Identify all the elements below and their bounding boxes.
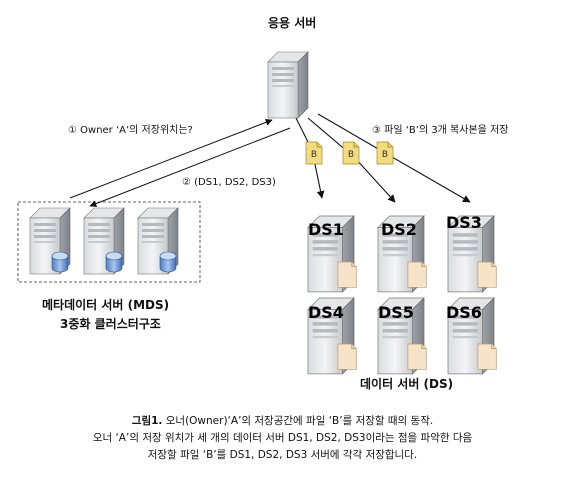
caption-line2: 오너 ‘A’의 저장 위치가 세 개의 데이터 서버 DS1, DS2, DS3…: [92, 432, 473, 444]
mds-server-2-icon: [83, 207, 125, 275]
file-b-tag-1: B: [305, 141, 323, 165]
mds-label-line2: 3중화 클러스터구조: [60, 317, 161, 331]
app-server-label: 응용 서버: [268, 16, 317, 30]
ds4-label: DS4: [308, 303, 344, 322]
ds2-label: DS2: [381, 220, 417, 239]
file-b-tag-3-label: B: [382, 150, 388, 160]
figure-caption: 그림1. 오너(Owner)‘A’의 저장공간에 파일 ‘B’를 저장할 때의 …: [0, 413, 565, 464]
caption-figure-label: 그림1.: [131, 415, 163, 427]
query-arrow: [69, 119, 273, 199]
step2-label: ② (DS1, DS2, DS3): [182, 177, 276, 188]
app-server-icon: [267, 51, 309, 119]
file-b-tag-2: B: [342, 141, 360, 165]
step3-label: ③ 파일 ‘B’의 3개 복사본을 저장: [372, 125, 509, 136]
ds1-label: DS1: [308, 220, 344, 239]
step1-label: ① Owner ‘A’의 저장위치는?: [68, 125, 193, 136]
file-b-tag-1-label: B: [311, 150, 317, 160]
ds6-label: DS6: [446, 303, 482, 322]
mds-server-3-icon: [137, 207, 179, 275]
ds5-label: DS5: [378, 303, 414, 322]
data-server-group-label: 데이터 서버 (DS): [360, 377, 454, 391]
file-b-tag-3: B: [376, 141, 394, 165]
mds-server-1-icon: [29, 207, 71, 275]
file-b-tag-2-label: B: [348, 150, 354, 160]
caption-line1: 그림1. 오너(Owner)‘A’의 저장공간에 파일 ‘B’를 저장할 때의 …: [0, 413, 565, 430]
ds3-label: DS3: [446, 213, 482, 232]
caption-line3: 저장할 파일 ‘B’를 DS1, DS2, DS3 서버에 각각 저장합니다.: [147, 449, 418, 461]
response-arrow: [89, 127, 291, 207]
mds-label-line1: 메타데이터 서버 (MDS): [42, 298, 170, 312]
caption-line1-text: 오너(Owner)‘A’의 저장공간에 파일 ‘B’를 저장할 때의 동작.: [165, 415, 434, 427]
mds-cluster-box: [17, 201, 201, 283]
